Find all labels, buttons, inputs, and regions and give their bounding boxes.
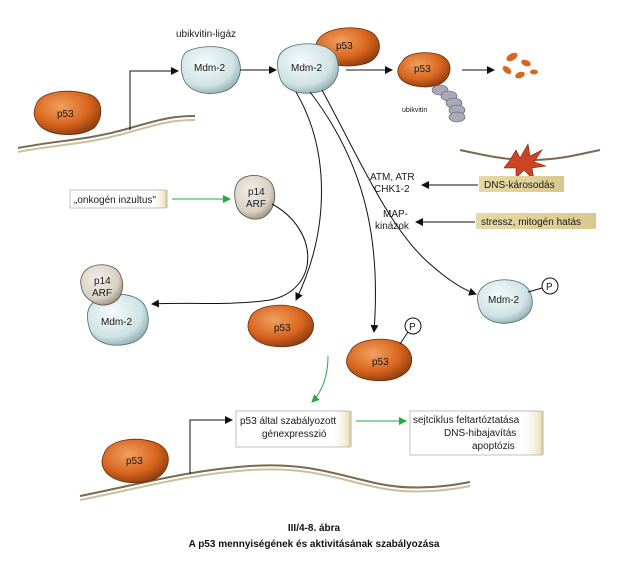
p53-label-free: p53: [274, 323, 291, 334]
outcome-box-shadow: [520, 411, 544, 455]
dna-damage-burst: [503, 143, 547, 181]
phosphate-group-mdm2: [541, 277, 559, 295]
p53-label-ubiquitinated: p53: [414, 64, 431, 75]
stressz-box: [476, 213, 596, 229]
arrow-complex-to-phospho-mdm2: [321, 89, 477, 296]
genexpr-label-line2: génexpresszió: [262, 429, 327, 440]
stressz-label: stressz, mitogén hatás: [481, 217, 581, 228]
p14-label-1: p14: [248, 187, 265, 198]
ubikvitin-label: ubikvitin: [402, 107, 427, 114]
p53-protein-phospho: [346, 338, 412, 382]
onkogen-box-shadow: [150, 190, 168, 208]
outcome-label-line3: apoptózis: [472, 441, 515, 452]
arrow-p14-to-complex: [151, 203, 309, 308]
dns-karosodas-label: DNS-károsodás: [484, 180, 555, 191]
mdm2-protein-1: [180, 46, 241, 94]
figure-title: A p53 mennyiségének és aktivitásának sza…: [189, 539, 440, 550]
p53-protein-ubiquitinated: [397, 52, 451, 88]
arrow-complex-to-phospho-p53: [309, 91, 379, 333]
arrow-dna-to-genexpr: [189, 416, 233, 474]
p53-label-top-left: p53: [57, 109, 74, 120]
ubiquitin-chain: [431, 84, 466, 123]
outcome-box: [409, 410, 543, 456]
arrow-complex-to-free-p53: [295, 91, 322, 301]
map-label: MAP-: [383, 209, 408, 220]
p53-label-bottom: p53: [126, 456, 143, 467]
ubikvitin-ligaz-label: ubikvitin-ligáz: [176, 29, 236, 40]
onkogen-label: „onkogén inzultus": [74, 195, 156, 206]
p53-protein-bottom: [101, 438, 169, 484]
mdm2-label-phospho: Mdm-2: [488, 295, 520, 306]
dna-strand-bottom-shadow: [79, 468, 471, 501]
p53-protein-free: [247, 304, 314, 348]
arrow-dna-to-mdm2: [129, 67, 179, 130]
arf-label-1: ARF: [246, 199, 266, 210]
phospho-bond-p53: [399, 331, 409, 345]
mdm2-label-complex: Mdm-2: [291, 63, 323, 74]
phosphate-group-p53: [404, 317, 422, 335]
dna-strand-bottom: [79, 464, 471, 497]
p14arf-protein-2: [80, 264, 124, 306]
figure-number: III/4-8. ábra: [288, 523, 341, 534]
arf-label-2: ARF: [92, 288, 112, 299]
p53-protein-top-left: [33, 90, 102, 135]
arrow-p53-to-dna-green: [311, 355, 329, 403]
p14-label-2: p14: [94, 276, 111, 287]
outcome-label-line1: sejtciklus feltartóztatása: [413, 415, 520, 426]
p53-label-complex: p53: [336, 41, 353, 52]
p53-label-phospho: p53: [372, 357, 389, 368]
mdm2-protein-complex: [276, 43, 339, 94]
genexpr-box-shadow: [330, 411, 352, 447]
kinazok-label: kinázok: [375, 221, 410, 232]
dna-strand-top-shadow: [17, 119, 196, 153]
genexpr-label-line1: p53 által szabályozott: [240, 416, 336, 427]
atm-atr-label: ATM, ATR: [370, 172, 415, 183]
mdm2-protein-phospho: [476, 279, 533, 324]
mdm2-label-1: Mdm-2: [194, 63, 226, 74]
phospho-bond-mdm2: [527, 287, 543, 293]
chk-label: CHK1-2: [374, 184, 410, 195]
outcome-label-line2: DNS-hibajavítás: [444, 428, 516, 439]
phosphate-label-mdm2: P: [546, 282, 553, 293]
mdm2-label-p14-complex: Mdm-2: [101, 317, 133, 328]
degraded-p53-fragments: [502, 52, 538, 79]
phosphate-label-p53: P: [409, 322, 416, 333]
dns-karosodas-box: [479, 176, 564, 192]
genexpr-box: [235, 410, 351, 448]
onkogen-box: [69, 189, 167, 209]
mdm2-protein-p14-complex: [86, 293, 149, 346]
p14arf-protein-1: [234, 175, 276, 220]
